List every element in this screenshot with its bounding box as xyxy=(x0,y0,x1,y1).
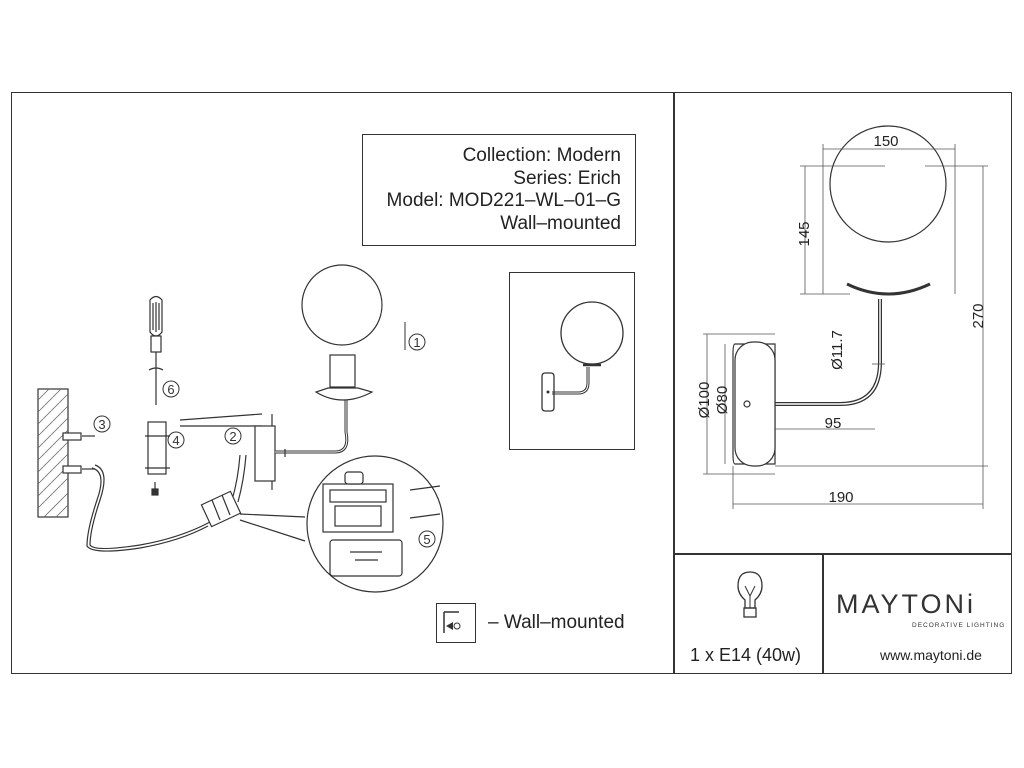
step-4-label: 4 xyxy=(172,433,179,448)
step-2-marker: 2 xyxy=(224,427,242,445)
globe-outline xyxy=(829,125,947,243)
step-1-marker: 1 xyxy=(404,322,426,351)
step-6-marker: 6 xyxy=(162,380,180,398)
lamp-arm xyxy=(775,299,882,406)
mounting-bracket xyxy=(145,413,263,496)
step-1-label: 1 xyxy=(413,335,420,350)
step-markers: 1 2 3 4 5 6 xyxy=(93,322,436,548)
brand-logo: MAYTONi xyxy=(836,589,977,619)
product-info-box: Collection: Modern Series: Erich Model: … xyxy=(362,134,636,246)
model-text: Model: MOD221–WL–01–G xyxy=(386,190,621,211)
divider-vertical-bottom xyxy=(822,553,824,674)
legend-text: – Wall–mounted xyxy=(488,612,625,633)
step-2-label: 2 xyxy=(229,429,236,444)
dim-width-top: 150 xyxy=(873,133,898,150)
series-text: Series: Erich xyxy=(513,167,621,189)
dimension-lines xyxy=(703,144,988,509)
collection-text: Collection: Modern xyxy=(462,145,621,166)
globe-cup xyxy=(846,282,931,296)
step-3-label: 3 xyxy=(98,417,105,432)
product-thumbnail xyxy=(509,272,635,450)
dim-total-height: 270 xyxy=(970,303,987,328)
dimension-drawing: 150 145 270 Ø11.7 Ø100 Ø80 95 190 xyxy=(696,125,988,509)
dim-base-inner: Ø80 xyxy=(714,386,731,414)
dim-total-depth: 190 xyxy=(828,489,853,506)
thumbnail-lamp-drawing xyxy=(541,301,624,412)
step-6-label: 6 xyxy=(167,382,174,397)
dim-base-outer: Ø100 xyxy=(696,382,713,419)
step-3-marker: 3 xyxy=(93,415,111,433)
bulb-spec: 1 x E14 (40w) xyxy=(690,645,802,665)
wall-hatch xyxy=(37,388,69,518)
wall-dowels xyxy=(62,432,95,474)
divider-horizontal-right xyxy=(673,553,1012,555)
installation-drawing: 1 2 3 4 5 6 xyxy=(37,264,444,593)
step-5-marker: 5 xyxy=(418,530,436,548)
wiring xyxy=(86,454,306,552)
screwdriver-icon xyxy=(148,295,164,405)
brand-website: www.maytoni.de xyxy=(880,647,982,663)
terminal-detail xyxy=(306,455,444,593)
lamp-base-plate xyxy=(254,400,349,490)
step-4-marker: 4 xyxy=(167,431,185,449)
brand-tagline: DECORATIVE LIGHTING xyxy=(912,622,1006,629)
dim-tube-diameter: Ø11.7 xyxy=(829,330,846,370)
drawing-frame xyxy=(11,92,1012,674)
bulb-icon xyxy=(737,571,763,618)
dim-globe-height: 145 xyxy=(796,221,813,246)
step-5-label: 5 xyxy=(423,532,430,547)
divider-vertical-main xyxy=(673,92,675,674)
mount-text: Wall–mounted xyxy=(500,212,621,234)
dim-arm-reach: 95 xyxy=(825,415,842,432)
lamp-head xyxy=(301,264,383,401)
wall-mount-symbol xyxy=(436,603,476,643)
